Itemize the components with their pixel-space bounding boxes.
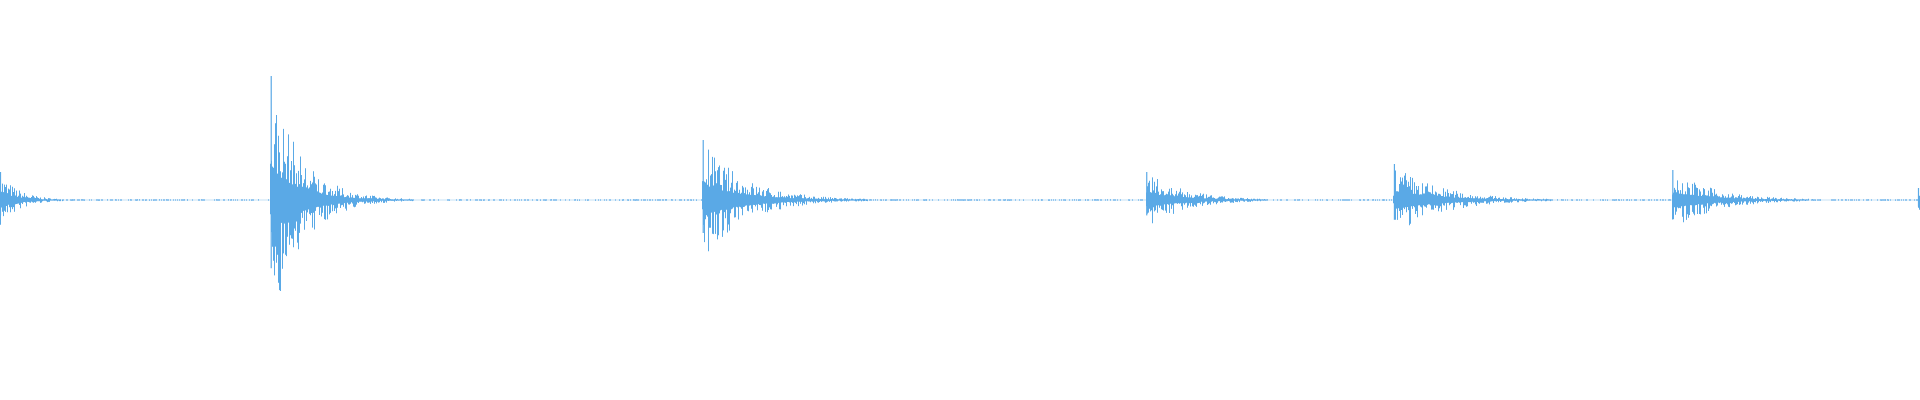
- waveform-trace: [0, 115, 1920, 291]
- waveform-bars: [0, 76, 1920, 291]
